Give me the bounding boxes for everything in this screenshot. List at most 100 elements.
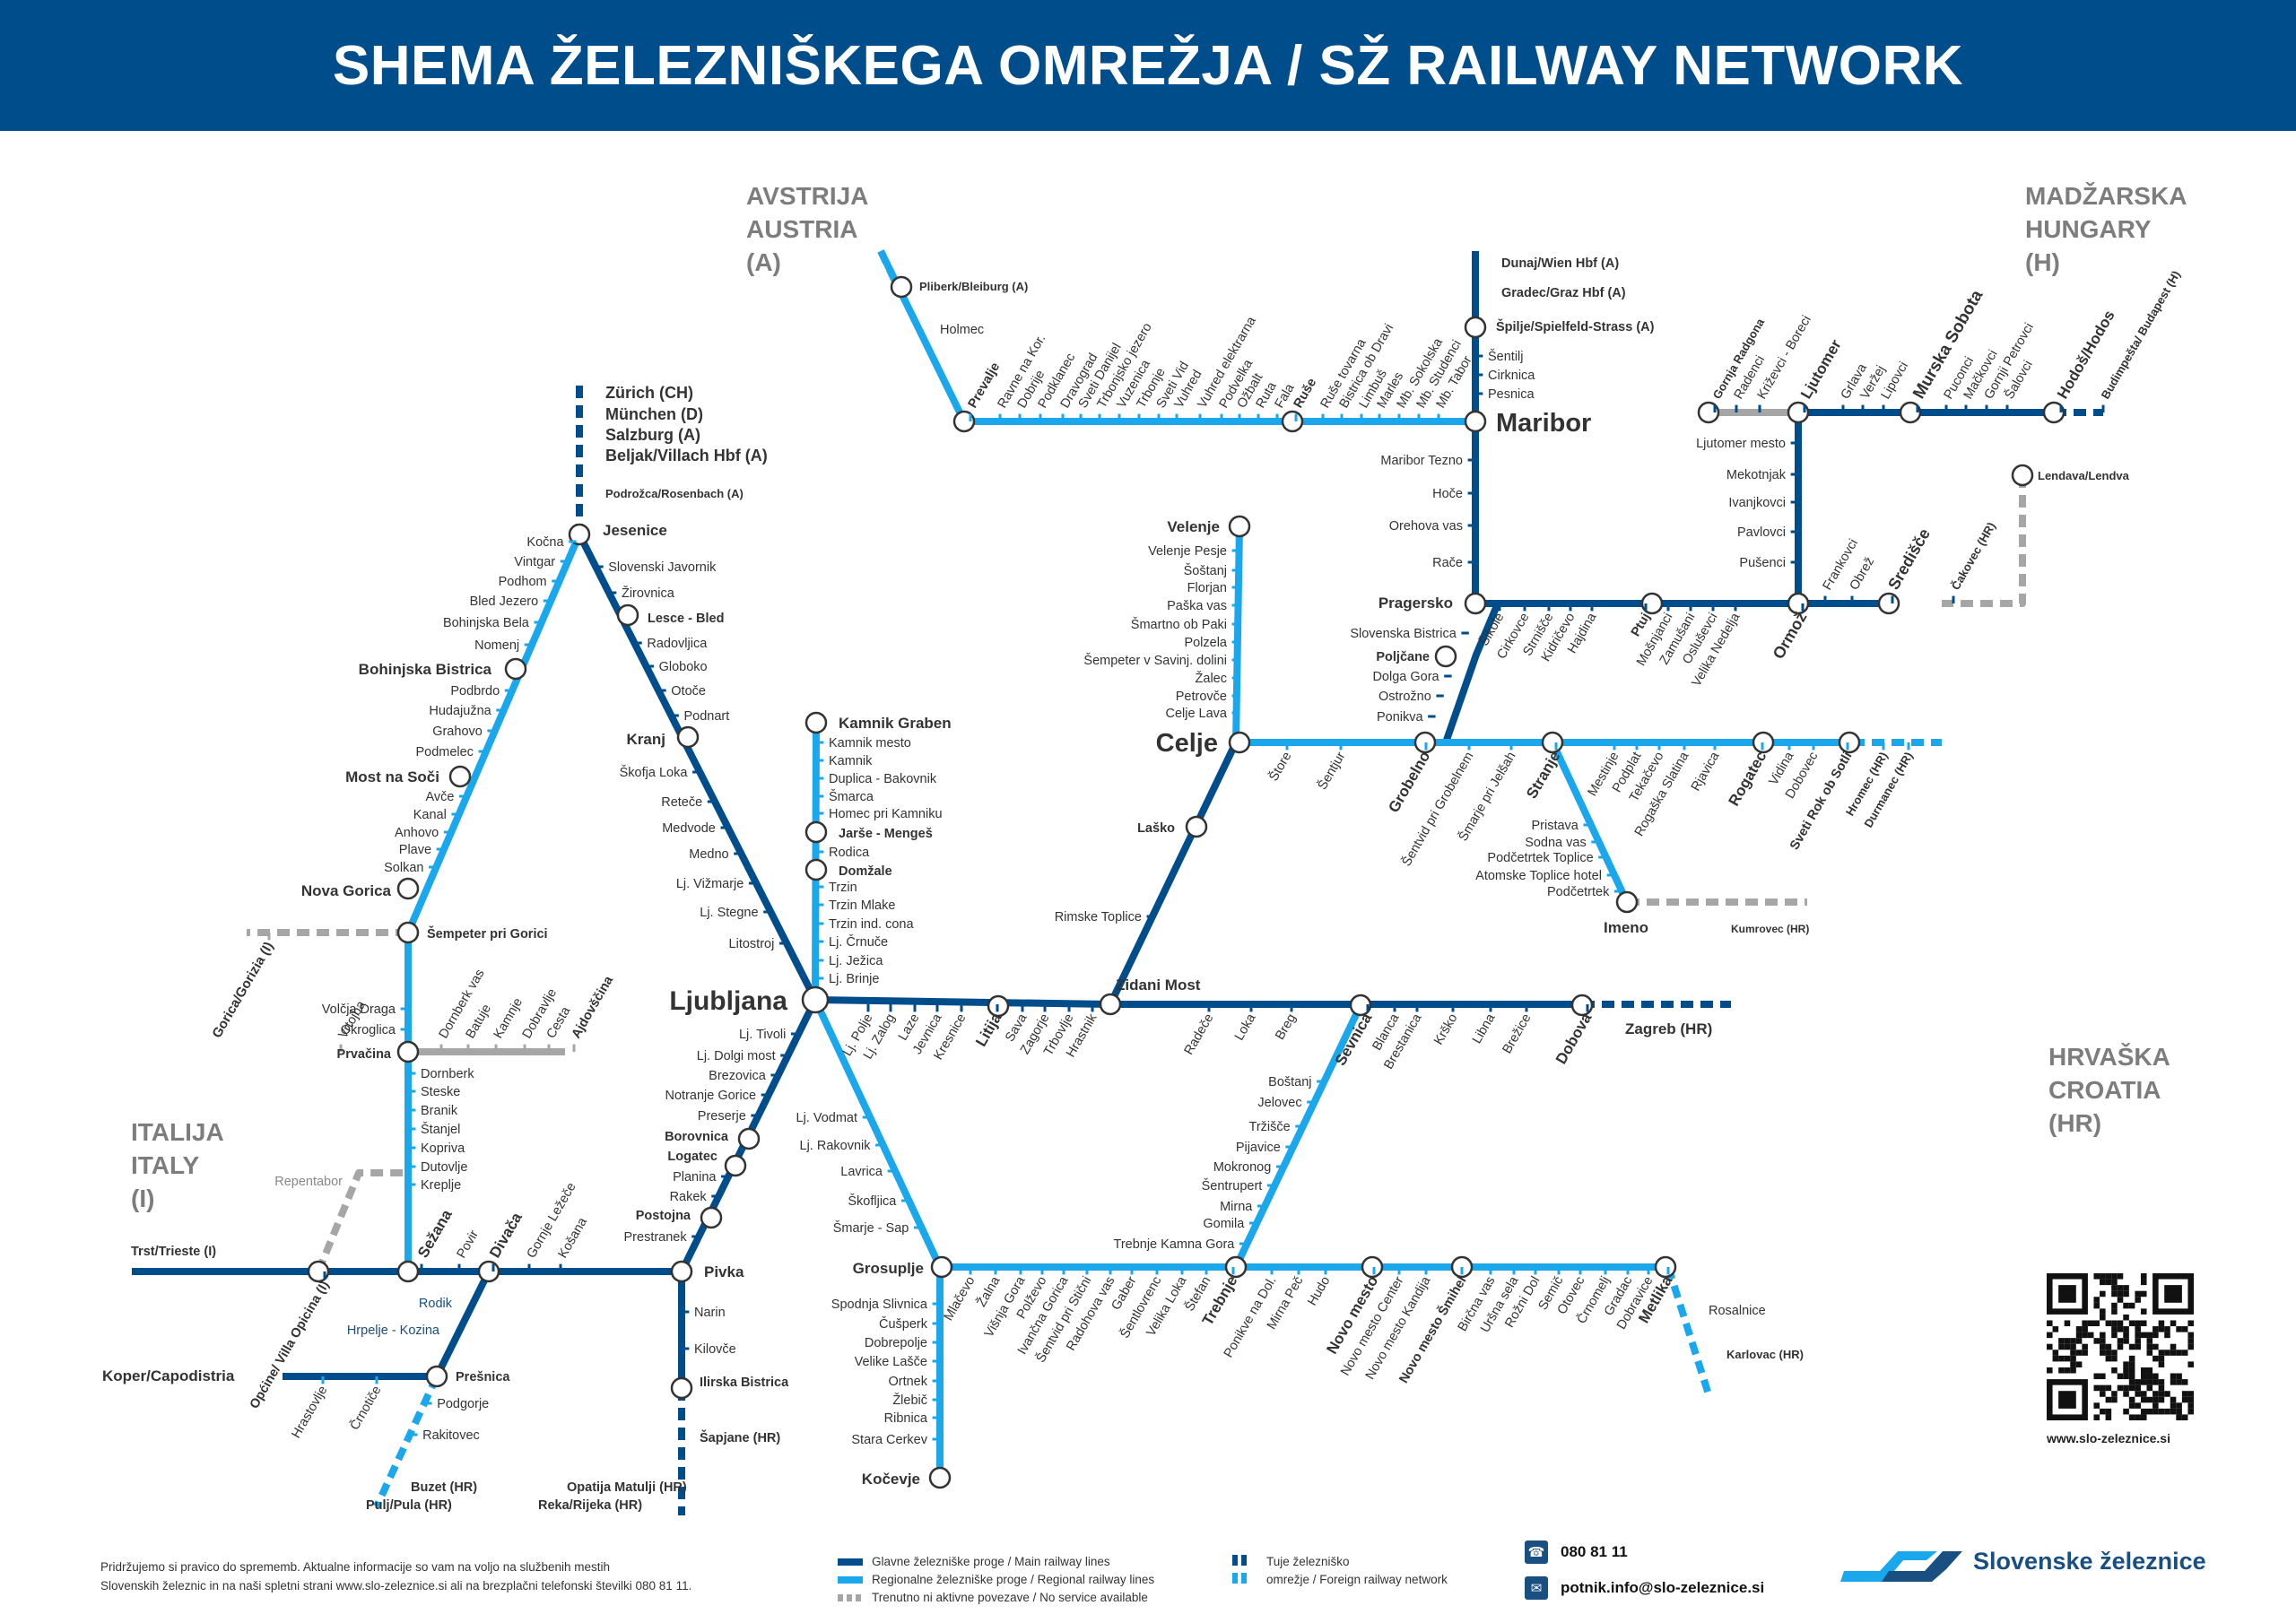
station-label-ostrozno[interactable]: Ostrožno: [1378, 690, 1431, 704]
station-marker-prvacina[interactable]: [396, 1040, 420, 1063]
station-label-mekotnjak[interactable]: Mekotnjak: [1726, 468, 1787, 482]
station-label-sredisce[interactable]: Središče: [1884, 525, 1934, 593]
station-label-domzale[interactable]: Domžale: [839, 864, 892, 879]
station-marker-sezana[interactable]: [396, 1260, 420, 1283]
station-label-slovenska_bistrica[interactable]: Slovenska Bistrica: [1350, 627, 1457, 641]
station-label-solkan[interactable]: Solkan: [384, 861, 423, 875]
station-label-stanjel[interactable]: Štanjel: [421, 1122, 460, 1137]
station-label-skofljica[interactable]: Škofljica: [848, 1193, 897, 1209]
station-marker-kocevje[interactable]: [928, 1466, 952, 1489]
station-label-ormoz[interactable]: Ormož: [1770, 609, 1811, 662]
station-label-homec[interactable]: Homec pri Kamniku: [829, 807, 943, 821]
station-label-buzet[interactable]: Buzet (HR): [411, 1480, 477, 1495]
station-marker-novo_mesto[interactable]: [1361, 1255, 1384, 1279]
station-marker-lasko[interactable]: [1185, 815, 1208, 838]
station-label-radovljica[interactable]: Radovljica: [647, 637, 708, 651]
station-label-volcja_draga[interactable]: Volčja Draga: [322, 1002, 396, 1017]
station-label-rosalnice[interactable]: Rosalnice: [1709, 1304, 1766, 1318]
station-label-pesnica[interactable]: Pesnica: [1488, 387, 1535, 402]
station-label-narin[interactable]: Narin: [694, 1306, 726, 1320]
station-label-grobelno[interactable]: Grobelno: [1385, 749, 1433, 816]
station-marker-poljcane[interactable]: [1434, 645, 1457, 668]
station-label-ajdovscina[interactable]: Ajdovščina: [570, 973, 617, 1041]
station-label-notranje_gorice[interactable]: Notranje Gorice: [665, 1089, 757, 1103]
station-label-ljutomer_mesto[interactable]: Ljutomer mesto: [1696, 437, 1786, 451]
station-label-hrpelje[interactable]: Hrpelje - Kozina: [347, 1324, 440, 1338]
station-label-velenje_pesje[interactable]: Velenje Pesje: [1148, 544, 1227, 559]
station-label-lipovci[interactable]: Lipovci: [1879, 360, 1911, 402]
station-label-presnica[interactable]: Prešnica: [456, 1370, 510, 1384]
station-label-globoko[interactable]: Globoko: [659, 660, 708, 674]
station-marker-jesenice[interactable]: [568, 523, 591, 546]
station-label-sempeter[interactable]: Šempeter pri Gorici: [427, 925, 548, 942]
station-label-podgorje[interactable]: Podgorje: [437, 1397, 489, 1411]
station-label-smarca[interactable]: Šmarca: [829, 789, 874, 804]
station-label-obrez[interactable]: Obrež: [1848, 555, 1878, 593]
station-label-dolga_gora[interactable]: Dolga Gora: [1372, 670, 1439, 684]
station-marker-lesce[interactable]: [616, 603, 639, 627]
station-marker-hodos[interactable]: [2042, 401, 2066, 424]
station-label-sodna_vas[interactable]: Sodna vas: [1525, 836, 1587, 850]
station-marker-kranj[interactable]: [676, 725, 700, 749]
station-label-koper[interactable]: Koper/Capodistria: [102, 1367, 235, 1384]
station-label-slovenski_javornik[interactable]: Slovenski Javornik: [608, 560, 717, 575]
station-label-pijavice[interactable]: Pijavice: [1236, 1141, 1281, 1155]
station-label-rjavica[interactable]: Rjavica: [1689, 749, 1723, 794]
station-marker-domzale[interactable]: [804, 858, 828, 881]
station-label-poljcane[interactable]: Poljčane: [1376, 650, 1430, 664]
station-label-trzisce[interactable]: Tržišče: [1249, 1120, 1291, 1134]
station-label-krsko[interactable]: Krško: [1431, 1011, 1460, 1047]
station-marker-postojna[interactable]: [700, 1206, 723, 1229]
station-label-sezana[interactable]: Sežana: [414, 1206, 456, 1261]
station-label-bohinjska_bela[interactable]: Bohinjska Bela: [443, 616, 530, 630]
station-marker-ruse[interactable]: [1281, 410, 1304, 433]
station-marker-most_na_soci[interactable]: [448, 765, 472, 788]
station-label-libna[interactable]: Libna: [1470, 1011, 1499, 1046]
station-label-podcetrtek[interactable]: Podčetrtek: [1547, 885, 1610, 899]
contact-phone[interactable]: ☎ 080 81 11: [1525, 1541, 1628, 1564]
station-label-reka[interactable]: Reka/Rijeka (HR): [538, 1498, 642, 1513]
station-label-okroglica[interactable]: Okroglica: [341, 1023, 396, 1037]
station-marker-bohinjska_bistrica[interactable]: [504, 657, 527, 681]
station-label-tivoli[interactable]: Lj. Tivoli: [739, 1028, 786, 1042]
station-label-dornberk[interactable]: Dornberk: [421, 1067, 474, 1081]
station-label-sostanj[interactable]: Šoštanj: [1184, 563, 1227, 578]
station-label-duplica[interactable]: Duplica - Bakovnik: [829, 772, 937, 786]
station-label-nm_smihel[interactable]: Novo mesto Šmihel: [1396, 1273, 1470, 1386]
station-label-pliberk[interactable]: Pliberk/Bleiburg (A): [919, 280, 1028, 293]
station-marker-ormoz[interactable]: [1787, 592, 1810, 615]
station-label-pavlovci[interactable]: Pavlovci: [1737, 525, 1786, 540]
station-label-kreplje[interactable]: Kreplje: [421, 1178, 461, 1193]
station-label-rakek[interactable]: Rakek: [670, 1190, 708, 1204]
station-label-radece[interactable]: Radeče: [1182, 1011, 1217, 1057]
station-label-divaca[interactable]: Divača: [486, 1210, 526, 1261]
station-label-brezice[interactable]: Brežice: [1500, 1011, 1534, 1056]
station-label-beljak[interactable]: Beljak/Villach Hbf (A): [605, 447, 768, 464]
station-label-trzin[interactable]: Trzin: [829, 881, 857, 895]
station-label-mlacevo[interactable]: Mlačevo: [942, 1274, 978, 1324]
station-label-zagreb[interactable]: Zagreb (HR): [1625, 1020, 1712, 1037]
station-label-zidani_most[interactable]: Zidani Most: [1116, 976, 1201, 994]
station-label-crnuce[interactable]: Lj. Črnuče: [829, 934, 888, 950]
station-label-maribor[interactable]: Maribor: [1496, 409, 1591, 438]
station-label-trst[interactable]: Trst/Trieste (I): [131, 1245, 216, 1259]
station-label-lendava[interactable]: Lendava/Lendva: [2038, 469, 2130, 482]
station-label-dobrepolje[interactable]: Dobrepolje: [865, 1336, 927, 1350]
station-marker-presnica[interactable]: [425, 1365, 448, 1388]
station-label-hudo[interactable]: Hudo: [1305, 1274, 1333, 1308]
station-label-zirovnica[interactable]: Žirovnica: [622, 586, 675, 601]
station-label-celje_lava[interactable]: Celje Lava: [1165, 707, 1227, 721]
station-label-sveti_rok[interactable]: Sveti Rok ob Sotli: [1787, 750, 1855, 853]
station-label-prvacina[interactable]: Prvačina: [337, 1047, 392, 1062]
station-marker-imeno[interactable]: [1615, 890, 1639, 914]
station-label-kamnik[interactable]: Kamnik: [829, 754, 873, 768]
station-marker-borovnica[interactable]: [737, 1127, 761, 1150]
station-label-stranje[interactable]: Stranje: [1523, 749, 1563, 802]
station-label-velenje[interactable]: Velenje: [1167, 518, 1220, 535]
station-label-prestranek[interactable]: Prestranek: [624, 1230, 688, 1245]
station-marker-metlika[interactable]: [1654, 1255, 1677, 1279]
station-label-ortnek[interactable]: Ortnek: [888, 1375, 927, 1389]
station-marker-velenje[interactable]: [1228, 515, 1251, 538]
station-label-dutovlje[interactable]: Dutovlje: [421, 1160, 467, 1175]
station-label-grosuplje[interactable]: Grosuplje: [853, 1260, 924, 1277]
